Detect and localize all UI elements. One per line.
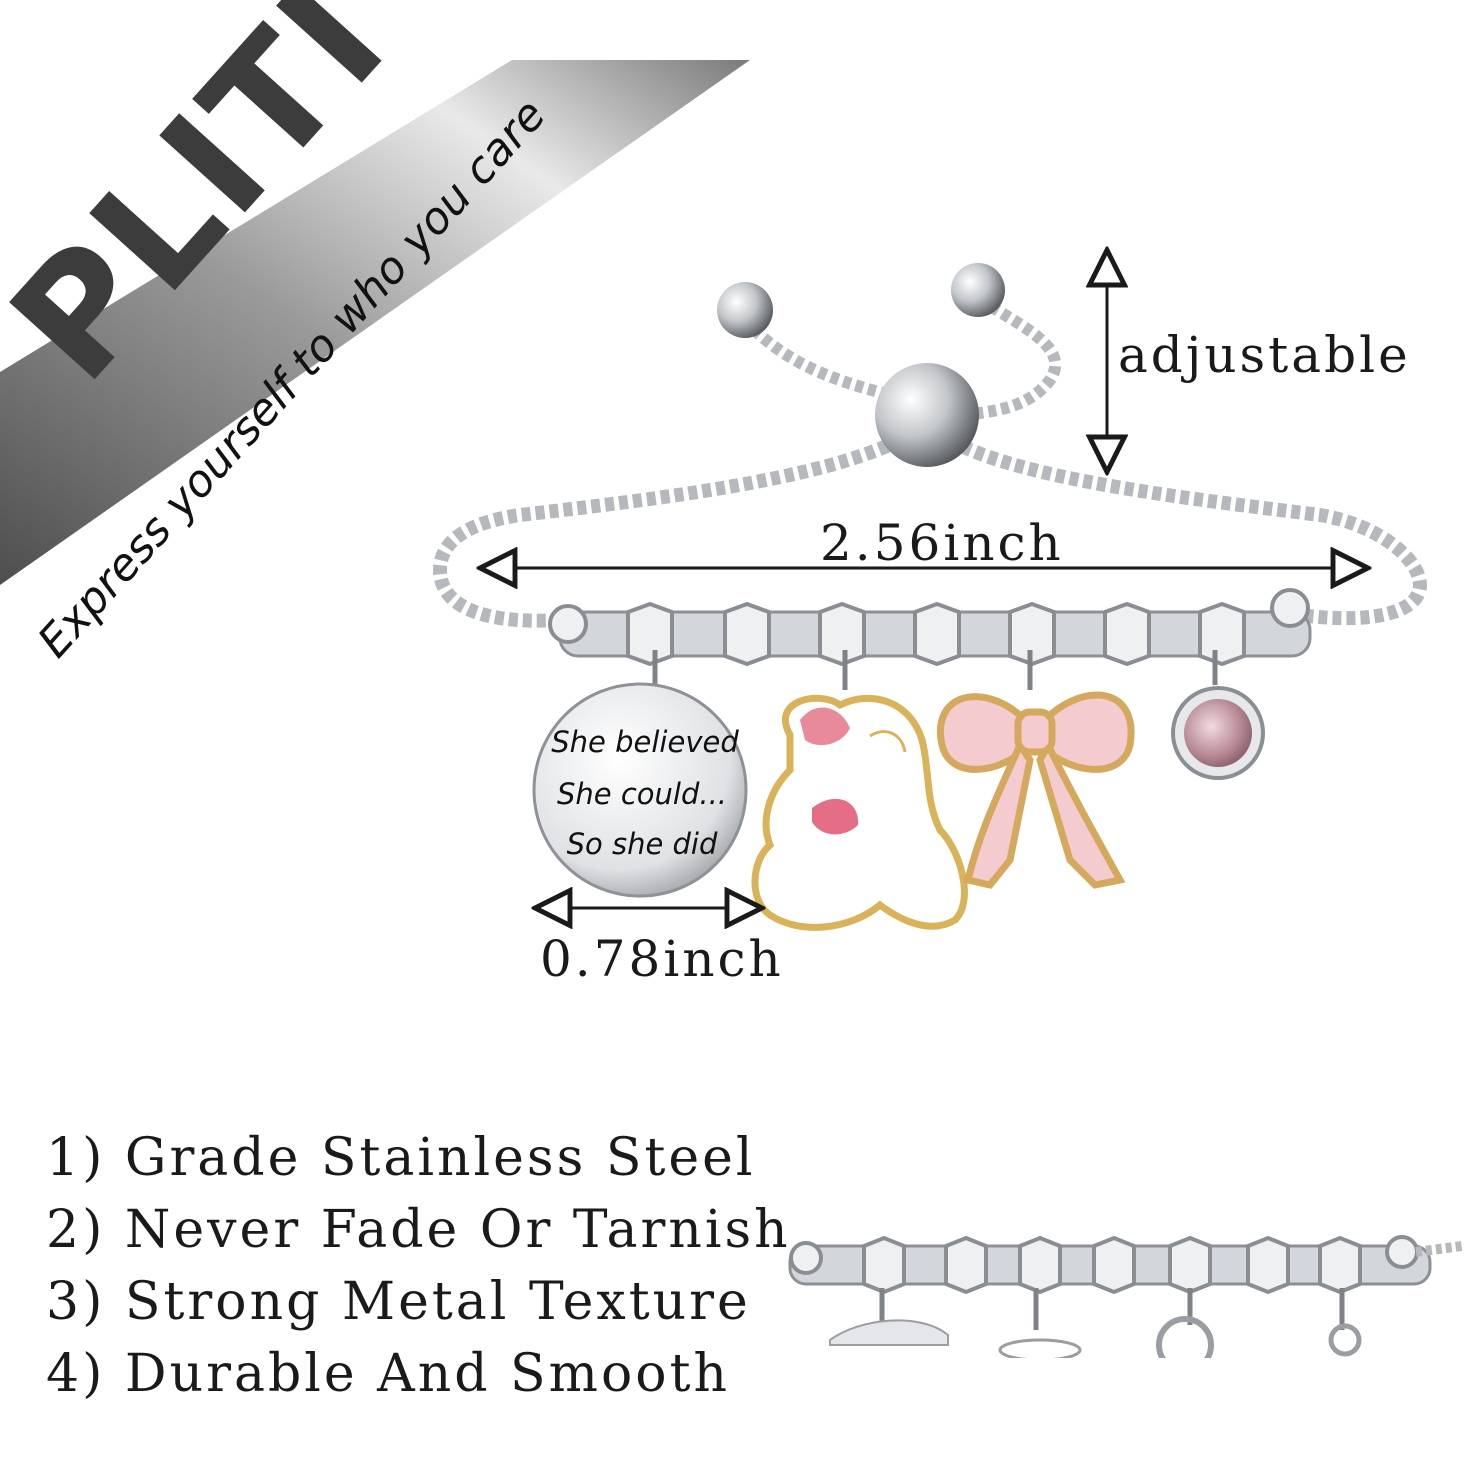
adjustable-chain: [432, 263, 1428, 628]
slider-bead-icon: [875, 363, 979, 467]
crystal-charm-icon: [1171, 686, 1265, 780]
bow-charm-icon: [937, 691, 1135, 889]
feature-item: 1) Grade Stainless Steel: [46, 1128, 756, 1188]
feature-list: 1) Grade Stainless Steel 2) Never Fade O…: [46, 1122, 791, 1410]
charm-line-3: So she did: [567, 827, 718, 861]
link-bar: [548, 588, 1312, 690]
closeup-chain: [788, 1235, 1463, 1398]
cat-charm-icon: [751, 694, 968, 931]
charm-diameter-label: 0.78inch: [540, 930, 784, 988]
end-bead-left-icon: [717, 282, 773, 338]
feature-item: 4) Durable And Smooth: [46, 1344, 730, 1404]
quote-charm: She believed She could... So she did: [532, 682, 748, 898]
adjustable-label: adjustable: [1118, 326, 1411, 384]
dimension-arrows: [480, 250, 1368, 908]
feature-item: 2) Never Fade Or Tarnish: [46, 1200, 791, 1260]
end-bead-right-icon: [951, 263, 1005, 317]
charm-line-2: She could...: [557, 777, 727, 811]
chain-length-label: 2.56inch: [820, 514, 1064, 572]
charm-line-1: She believed: [551, 725, 739, 759]
feature-item: 3) Strong Metal Texture: [46, 1272, 751, 1332]
